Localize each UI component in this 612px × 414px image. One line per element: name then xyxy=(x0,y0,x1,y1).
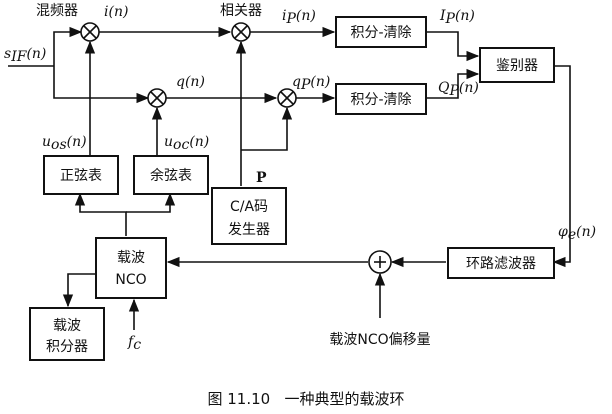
ca-code-generator-block: C/A码 发生器 xyxy=(211,187,287,245)
discriminator-block: 鉴别器 xyxy=(479,47,555,83)
nco-to-cosine-wire xyxy=(126,192,176,213)
fc-label: fc xyxy=(127,334,141,353)
integrate-dump-i-block: 积分-清除 xyxy=(335,16,427,48)
svg-text:载波: 载波 xyxy=(53,318,81,334)
sine-table-block: 正弦表 xyxy=(43,155,119,195)
Qp-label: QP(n) xyxy=(438,80,479,99)
Ip-to-discriminator-wire xyxy=(426,31,480,62)
loop-filter-block: 环路滤波器 xyxy=(447,247,555,279)
carrier-integrator-block: 载波 积分器 xyxy=(29,307,105,361)
cosine-table-block: 余弦表 xyxy=(133,155,209,195)
svg-text:鉴别器: 鉴别器 xyxy=(496,58,538,74)
svg-text:积分器: 积分器 xyxy=(46,339,88,355)
summer xyxy=(368,250,392,274)
sif-label: sIF(n) xyxy=(4,46,46,65)
svg-text:余弦表: 余弦表 xyxy=(150,167,192,184)
svg-text:积分-清除: 积分-清除 xyxy=(350,25,411,41)
phi-to-loopfilter-wire xyxy=(552,65,571,268)
svg-text:载波: 载波 xyxy=(117,250,145,266)
uoc-label: uoc(n) xyxy=(164,134,209,153)
i-n-label: i(n) xyxy=(104,4,128,20)
qp-label: qP(n) xyxy=(292,74,330,93)
figure-caption: 图 11.10 一种典型的载波环 xyxy=(207,390,404,408)
sif-to-mixer-q-wire xyxy=(53,66,150,104)
nco-to-sine-wire xyxy=(74,192,127,236)
svg-text:积分-清除: 积分-清除 xyxy=(350,92,411,108)
svg-text:NCO: NCO xyxy=(115,272,146,288)
correlator-q-multiplier xyxy=(277,88,297,108)
ca-to-correlator-q-wire xyxy=(241,106,293,151)
correlator-i-multiplier xyxy=(231,22,251,42)
svg-text:发生器: 发生器 xyxy=(228,222,270,238)
integrate-dump-q-block: 积分-清除 xyxy=(335,83,427,115)
nco-to-integrator-wire xyxy=(62,273,100,308)
svg-text:环路滤波器: 环路滤波器 xyxy=(466,256,536,272)
Ip-label: IP(n) xyxy=(439,8,475,27)
P-label: P xyxy=(256,170,267,186)
mixer-q-multiplier xyxy=(147,88,167,108)
Qp-to-discriminator-wire xyxy=(426,68,480,99)
mixer-label: 混频器 xyxy=(36,3,78,19)
uos-label: uos(n) xyxy=(42,134,87,153)
correlator-label: 相关器 xyxy=(220,3,262,19)
ip-label: iP(n) xyxy=(282,8,316,27)
phi-e-label: φe(n) xyxy=(558,224,596,243)
svg-text:正弦表: 正弦表 xyxy=(60,168,102,184)
mixer-i-multiplier xyxy=(80,22,100,42)
svg-text:C/A码: C/A码 xyxy=(230,199,268,215)
sif-to-mixer-i-wire xyxy=(53,26,83,66)
q-n-label: q(n) xyxy=(176,74,205,90)
carrier-nco-block: 载波 NCO xyxy=(95,237,167,299)
nco-offset-label: 载波NCO偏移量 xyxy=(329,332,430,348)
